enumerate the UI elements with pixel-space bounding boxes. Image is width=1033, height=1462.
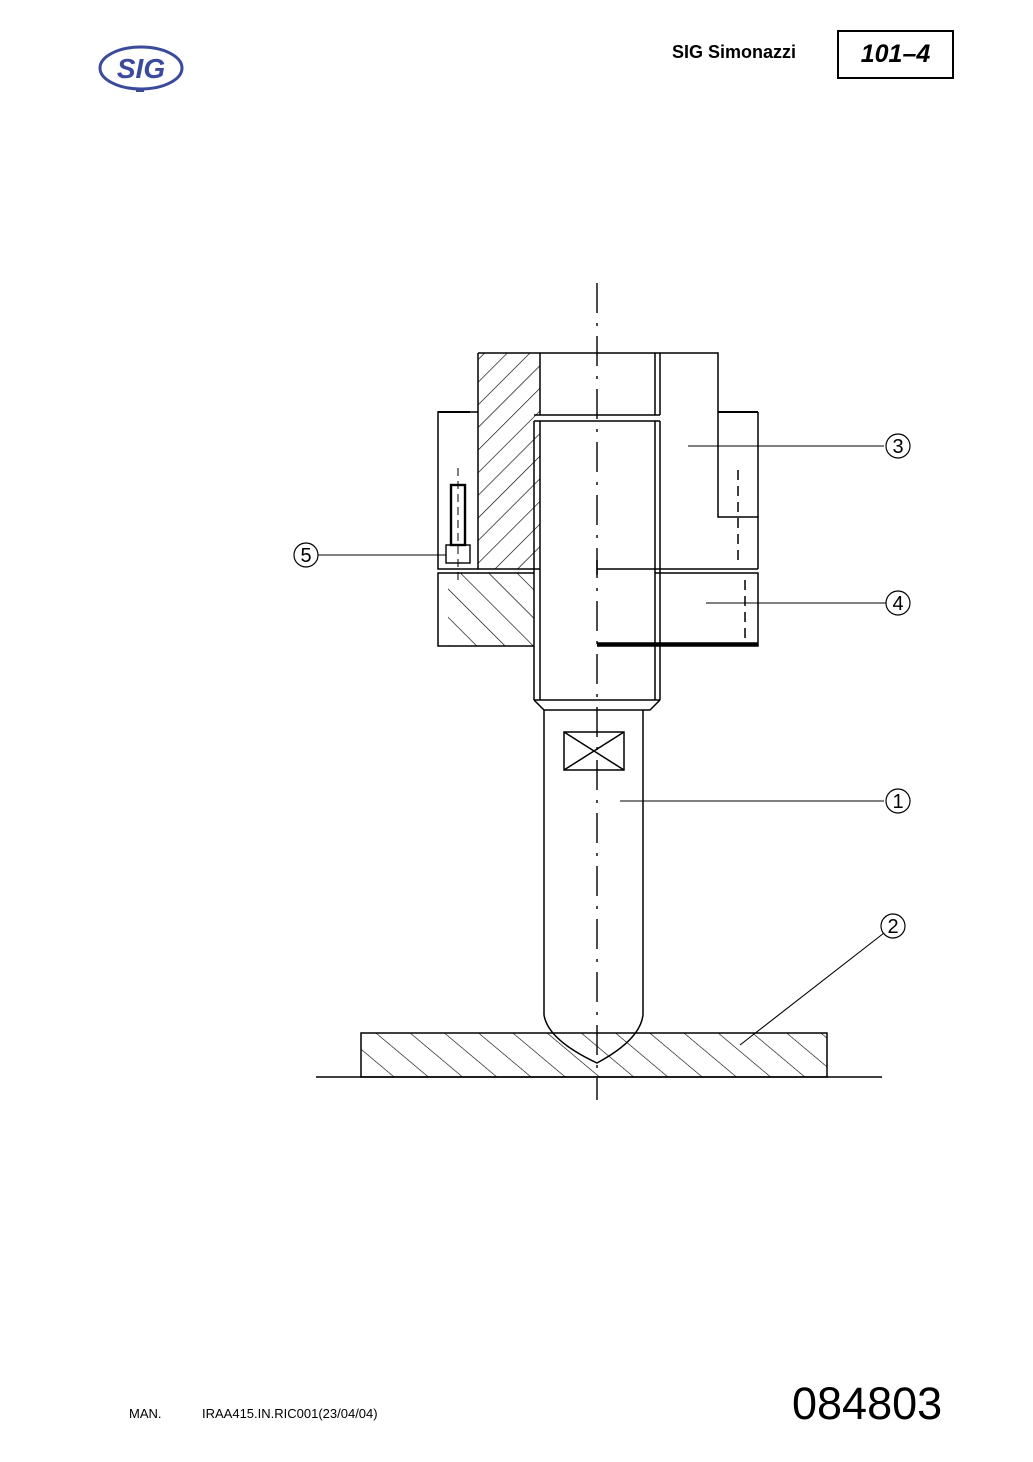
callout-3: 3 xyxy=(892,436,903,458)
page-code: 101–4 xyxy=(860,40,931,68)
housing-outline xyxy=(478,352,759,569)
callout-4: 4 xyxy=(892,593,903,615)
callout-5: 5 xyxy=(300,545,311,567)
drawing-lines xyxy=(293,283,911,1100)
drawing-number: 084803 xyxy=(792,1378,943,1429)
sig-logo: SIG xyxy=(98,45,184,92)
housing-hatch xyxy=(478,353,540,569)
logo-text: SIG xyxy=(117,53,165,84)
base-plate xyxy=(360,1032,828,1078)
manual-label: MAN. xyxy=(129,1406,162,1421)
callout-2: 2 xyxy=(887,916,898,938)
nut-hatch xyxy=(448,573,534,646)
manual-reference: IRAA415.IN.RIC001(23/04/04) xyxy=(202,1406,378,1421)
callout-1: 1 xyxy=(892,791,903,813)
page-code-box: 101–4 xyxy=(837,30,954,79)
company-name: SIG Simonazzi xyxy=(672,42,797,62)
